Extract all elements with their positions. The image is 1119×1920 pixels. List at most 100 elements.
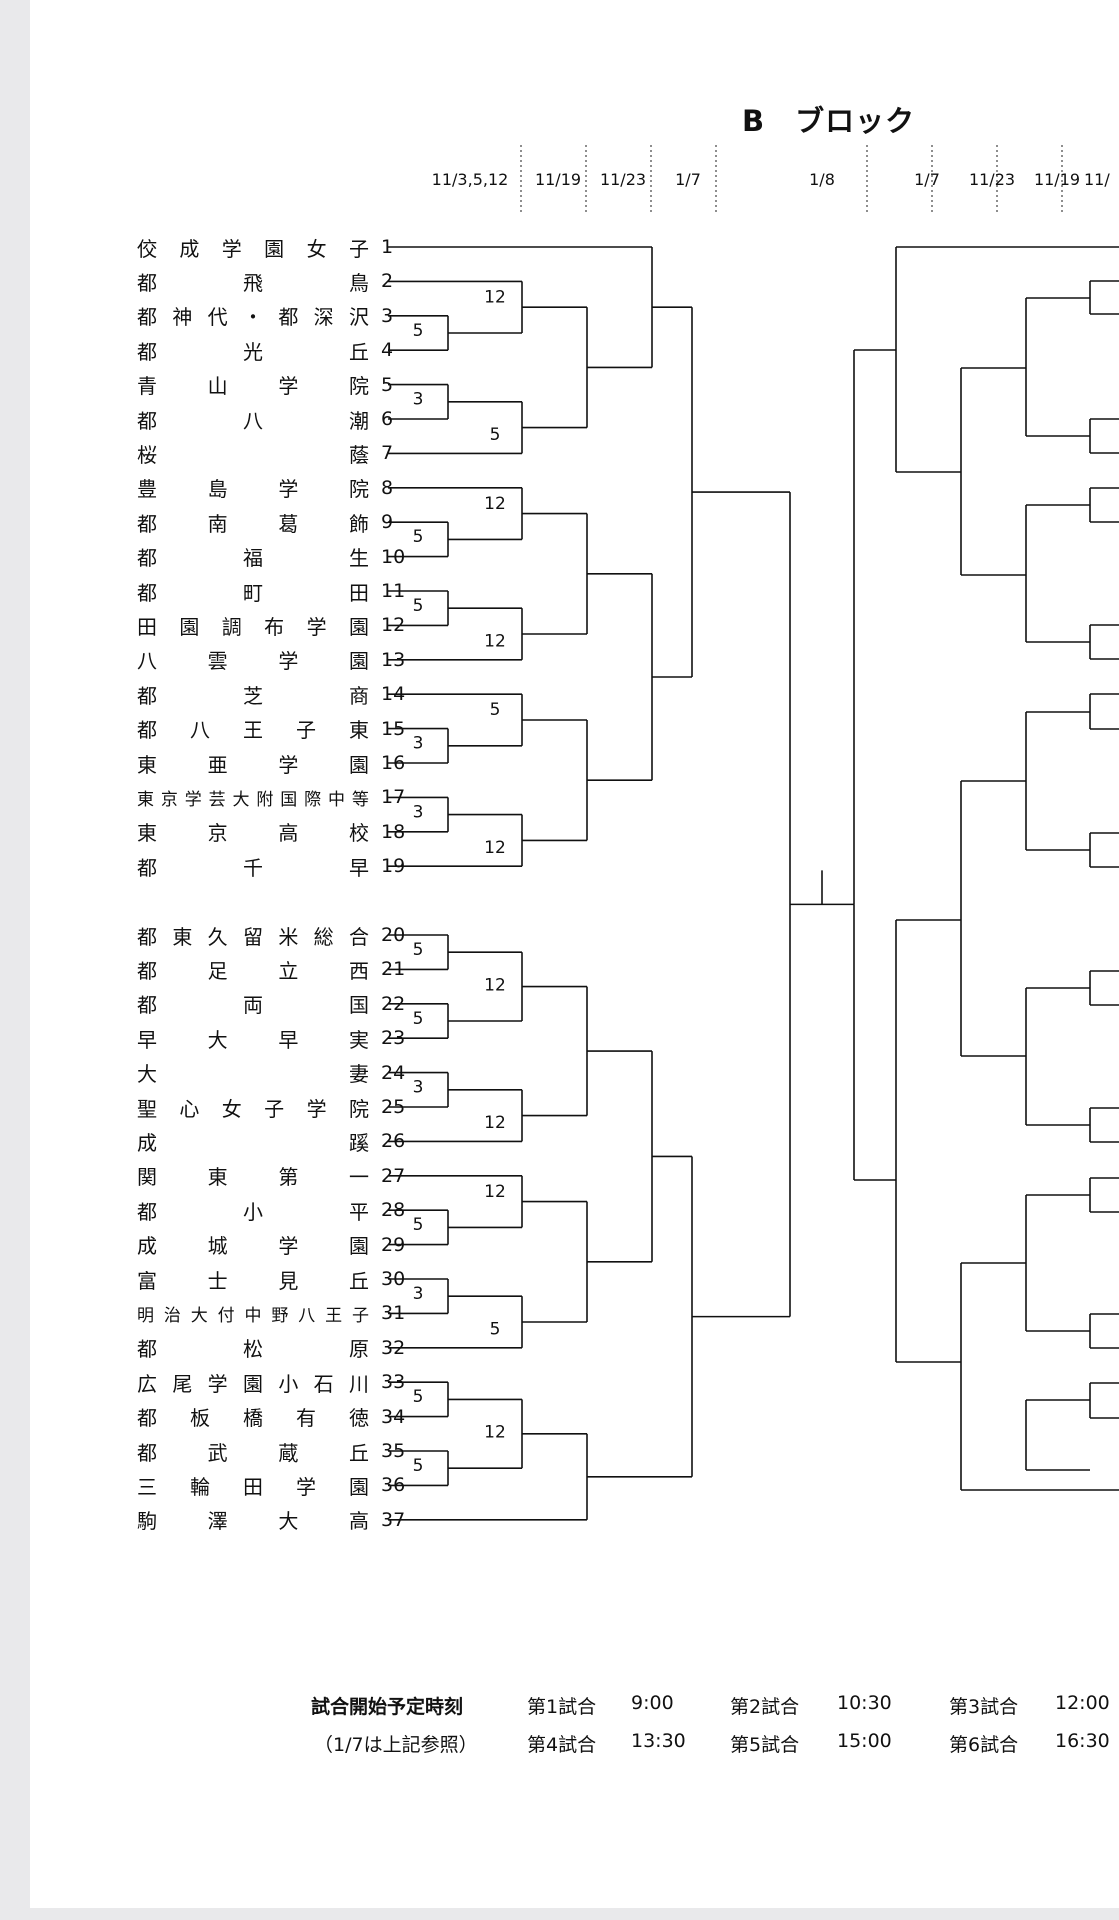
match-score-label: 3 [413, 734, 424, 754]
right-match-score-label: 12 [1117, 695, 1119, 715]
start-time-note: （1/7は上記参照） [314, 1734, 478, 1756]
right-match-score-label: 12 [1117, 488, 1119, 508]
date-header-round4: 1/7 [675, 170, 701, 189]
team-name: 駒澤大高 [137, 1509, 369, 1534]
team-seed-number: 1 [381, 236, 394, 258]
team-seed-number: 5 [381, 373, 394, 396]
match-score-label: 12 [484, 975, 506, 995]
date-header-round2: 11/19 [534, 170, 582, 189]
match-score-label: 5 [413, 527, 424, 547]
match-score-label: 12 [484, 1182, 506, 1202]
match-score-label: 5 [490, 425, 501, 445]
right-match-score-label: 12 [1117, 1385, 1119, 1405]
document-page: B ブロック 11/3,5,12 11/19 11/23 1/7 1/8 1/7… [30, 0, 1119, 1908]
block-title: B ブロック [742, 104, 916, 138]
team-row: 豊島学院 8 [137, 473, 437, 503]
match-score-label: 3 [413, 390, 424, 410]
game6-time: 16:30 [1055, 1730, 1110, 1752]
match-score-label: 5 [413, 940, 424, 960]
date-header-right-round1: 11/ [1084, 170, 1110, 189]
team-name: 都松原 [137, 1337, 369, 1362]
match-score-label: 5 [413, 1215, 424, 1235]
team-name: 聖心女子学院 [137, 1096, 369, 1121]
match-score-label: 5 [490, 1319, 501, 1339]
team-name: 都飛鳥 [137, 270, 369, 295]
team-name: 都八王子東 [137, 718, 369, 743]
right-match-score-label: 12 [1117, 1316, 1119, 1336]
right-match-score-label: 12 [1117, 972, 1119, 992]
team-name: 東京高校 [137, 821, 369, 846]
team-name: 都福生 [137, 546, 369, 571]
team-name: 都両国 [137, 993, 369, 1018]
team-seed-number: 6 [381, 408, 394, 430]
match-score-label: 12 [484, 1113, 506, 1133]
game5-label: 第5試合 [730, 1734, 800, 1756]
team-name: 豊島学院 [137, 477, 369, 502]
team-name: 都武蔵丘 [137, 1440, 369, 1465]
team-name: 関東第一 [137, 1165, 369, 1190]
team-name: 都千早 [137, 855, 369, 880]
date-header-final: 1/8 [809, 170, 835, 189]
team-row: 佼成学園女子 1 [137, 232, 437, 262]
start-time-label: 試合開始予定時刻 [311, 1696, 464, 1718]
game2-time: 10:30 [837, 1692, 892, 1714]
team-name: 明治大付中野八王子 [137, 1305, 369, 1326]
game1-time: 9:00 [631, 1692, 674, 1714]
match-score-label: 12 [484, 631, 506, 651]
team-name: 大妻 [137, 1062, 369, 1087]
viewer-bottom-bar [0, 1908, 1119, 1920]
date-header-round1: 11/3,5,12 [431, 170, 509, 189]
team-name: 広尾学園小石川 [137, 1371, 369, 1396]
team-name: 都芝商 [137, 683, 369, 708]
match-score-label: 3 [413, 802, 424, 822]
match-score-label: 3 [413, 1078, 424, 1098]
game5-time: 15:00 [837, 1730, 892, 1752]
right-match-score-label: 12 [1117, 419, 1119, 439]
team-name: 成城学園 [137, 1234, 369, 1259]
team-name: 桜蔭 [137, 442, 369, 467]
team-name: 田園調布学園 [137, 614, 369, 639]
right-match-score-label: 12 [1117, 1109, 1119, 1129]
game2-label: 第2試合 [730, 1696, 800, 1718]
right-match-score-label: 12 [1117, 281, 1119, 301]
viewer-left-gutter [0, 0, 31, 1920]
team-name: 富士見丘 [137, 1268, 369, 1293]
team-seed-number: 4 [381, 339, 394, 362]
game3-label: 第3試合 [949, 1696, 1019, 1718]
team-seed-number: 3 [381, 304, 394, 327]
team-name: 佼成学園女子 [137, 236, 369, 261]
match-score-label: 12 [484, 838, 506, 858]
team-seed-number: 8 [381, 476, 394, 499]
team-seed-number: 9 [381, 511, 394, 534]
game6-label: 第6試合 [949, 1734, 1019, 1756]
team-row: 都光丘 4 [137, 335, 437, 365]
date-header-right-round2: 11/19 [1033, 170, 1081, 189]
team-name: 八雲学園 [137, 649, 369, 674]
date-header-right-round4: 1/7 [914, 170, 940, 189]
team-name: 都足立西 [137, 958, 369, 983]
team-name: 都東久留米総合 [137, 924, 369, 949]
team-name: 東京学芸大附国際中等 [137, 789, 369, 810]
match-score-label: 5 [413, 596, 424, 616]
right-match-score-label: 12 [1117, 833, 1119, 853]
team-name: 都小平 [137, 1199, 369, 1224]
team-name: 三輪田学園 [137, 1474, 369, 1499]
team-name: 都板橋有徳 [137, 1406, 369, 1431]
team-name: 都光丘 [137, 339, 369, 364]
